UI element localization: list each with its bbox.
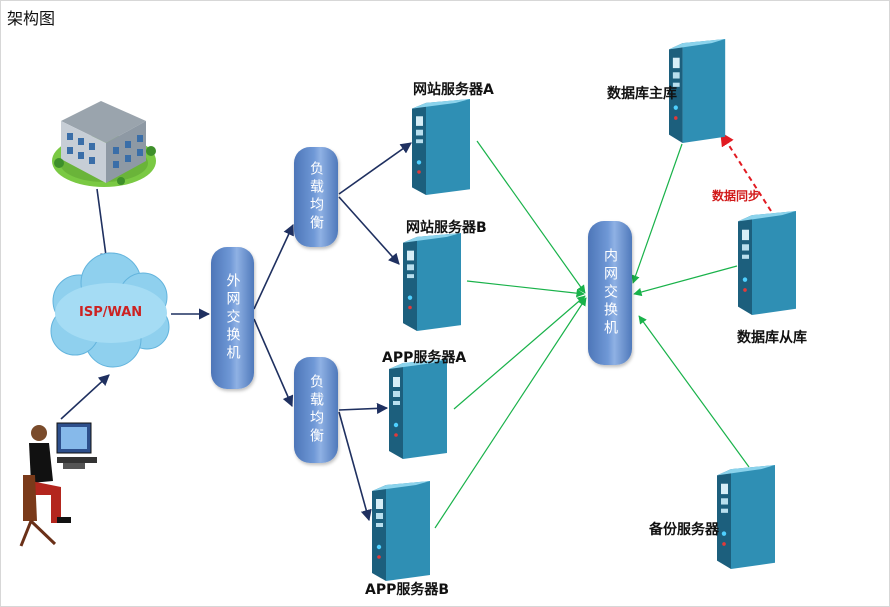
edge-dbs-inner [633,265,738,297]
load-balancer-2-label: 负载均衡 [308,374,324,446]
outer-switch-label: 外网交换机 [224,273,241,363]
edge-lb1-weba [338,142,412,195]
inner-switch-label: 内网交换机 [602,248,618,338]
load-balancer-2: 负载均衡 [294,357,338,463]
server-db-slave-icon [738,211,796,315]
page-title: 架构图 [7,9,56,28]
edge-appb-inner [434,297,587,529]
web-server-a-label: 网站服务器A [413,82,494,98]
db-master-label: 数据库主库 [607,86,677,102]
server-app-a-icon [389,359,447,459]
edge-building-isp [96,188,112,265]
app-server-b-label: APP服务器B [365,582,450,598]
edge-outer-lb1 [253,223,294,310]
isp-label: ISP/WAN [79,305,143,320]
sync-label: 数据同步 [712,189,761,203]
server-app-b-icon [372,481,430,581]
load-balancer-1-label: 负载均衡 [308,161,324,233]
server-backup-icon [717,465,775,569]
edge-sync [720,131,772,212]
edge-outer-lb2 [253,318,294,408]
edge-weba-inner [476,140,586,294]
edge-appa-inner [453,295,586,410]
edge-backup-inner [638,315,750,468]
web-server-b-label: 网站服务器B [406,220,487,236]
inner-switch: 内网交换机 [588,221,632,365]
server-db-master-icon [669,39,726,143]
load-balancer-1: 负载均衡 [294,147,338,247]
server-web-a-icon [412,99,470,195]
db-slave-label: 数据库从库 [737,330,807,346]
server-web-b-icon [403,233,461,331]
edge-lb2-appa [338,402,389,415]
outer-switch: 外网交换机 [211,247,254,389]
edge-lb1-webb [338,196,400,265]
edge-dbm-inner [631,143,683,284]
edge-user-isp [60,374,110,420]
backup-server-label: 备份服务器 [649,522,719,538]
app-server-a-label: APP服务器A [382,350,467,366]
edge-webb-inner [466,280,585,298]
edge-lb2-appb [338,411,372,522]
